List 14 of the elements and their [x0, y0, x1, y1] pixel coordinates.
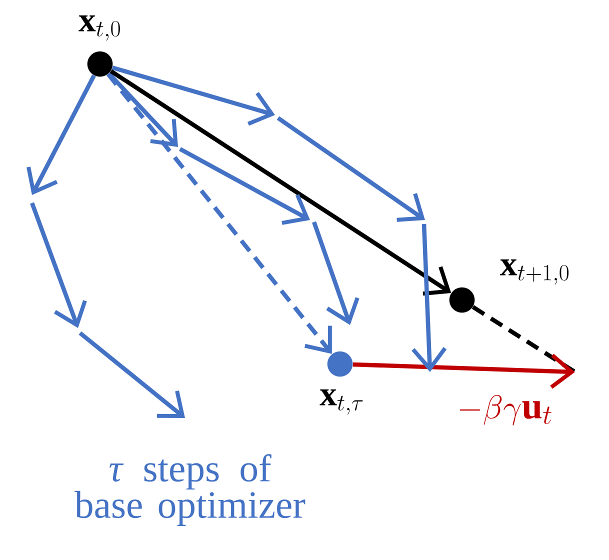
point-label: $\mathbf{x}_{t,0}$ — [78, 15, 120, 41]
point-marker — [87, 51, 113, 77]
arrow — [106, 72, 332, 354]
arrow — [107, 72, 178, 147]
edge-label: $-\beta\gamma\mathbf{u}_t$ — [460, 394, 552, 426]
arrow — [110, 69, 452, 296]
point-label: $\mathbf{x}_{t+1,0}$ — [500, 259, 569, 285]
arrow — [112, 66, 275, 126]
point-marker — [449, 287, 475, 313]
annotation-text: τ steps of base optimizer — [74, 454, 306, 526]
point-marker — [327, 351, 353, 377]
arrow — [26, 74, 96, 195]
arrow — [352, 354, 575, 389]
point-label: $\mathbf{x}_{t,\tau}$ — [320, 389, 363, 415]
